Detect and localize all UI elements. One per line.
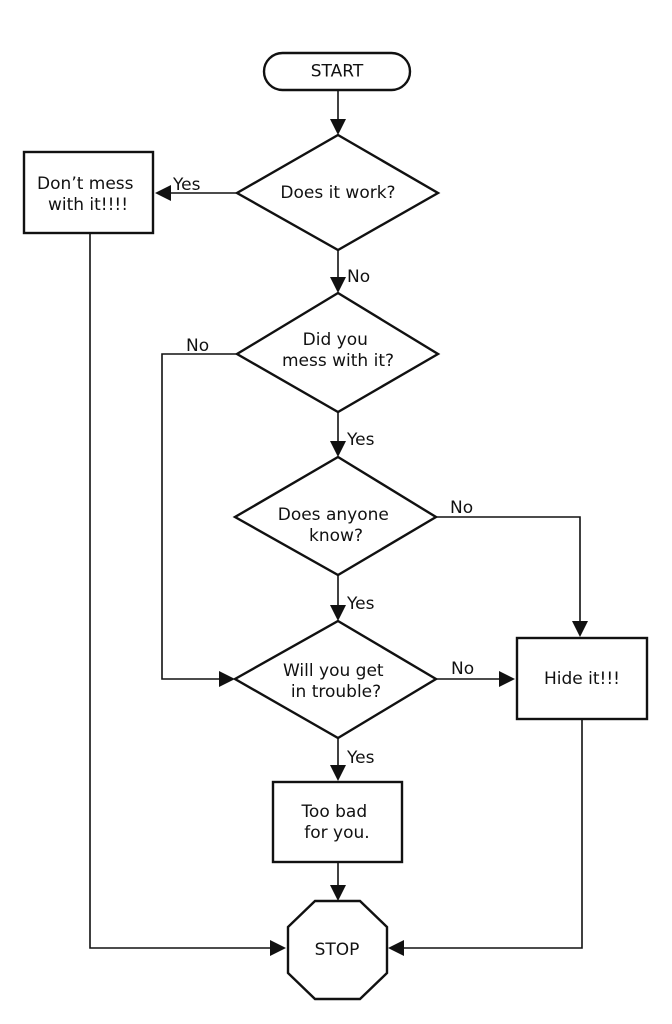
does-anyone-know-label-line-1: Does anyone [278,505,389,525]
edge-hide-to-stop [403,719,583,949]
edge-label-know-no: No [450,498,473,518]
too-bad-label-line-1: Too bad [300,802,367,822]
arrowhead-into-mess [330,277,346,293]
arrowhead-into-hide-top [572,621,588,637]
start-terminal [262,51,412,92]
edge-know-no-line [436,516,581,622]
edge-label-mess-no: No [186,336,209,356]
node-does-it-work: Does it work? [234,133,441,252]
connectors [89,90,583,949]
arrowhead-into-stop-right [388,940,404,956]
will-you-get-trouble-label: Will you get in trouble? [283,661,389,702]
too-bad-box [271,780,404,864]
too-bad-label-line-2: for you. [304,823,369,843]
edge-label-trouble-no: No [451,659,474,679]
dont-mess-label-line-1: Don’t mess [37,174,134,194]
dont-mess-label: Don’t mess with it!!!! [37,174,139,215]
does-anyone-know-diamond [232,455,439,577]
will-you-get-trouble-label-line-2: in trouble? [291,682,381,702]
does-anyone-know-label-line-2: know? [309,526,363,546]
stop-octagon [286,899,389,1001]
node-hide-it: Hide it!!! [515,636,649,721]
edge-label-work-yes: Yes [172,175,201,195]
edge-label-work-no: No [347,267,370,287]
node-does-anyone-know: Does anyone know? [232,455,439,577]
arrowhead-into-know [330,441,346,457]
arrowhead-into-dontmess [155,185,171,201]
did-you-mess-label-line-1: Did you [303,330,368,350]
node-start: START [262,51,412,92]
does-it-work-diamond [234,133,441,252]
node-too-bad: Too bad for you. [271,780,404,864]
node-did-you-mess: Did you mess with it? [234,291,441,414]
dont-mess-label-line-2: with it!!!! [48,195,128,215]
node-will-you-get-trouble: Will you get in trouble? [232,619,439,740]
start-label: START [311,62,364,82]
will-you-get-trouble-diamond [232,619,439,740]
stop-label: STOP [315,940,360,960]
arrowhead-into-trouble [330,605,346,621]
arrowhead-into-hide-left [499,671,515,687]
edge-dontmess-to-stop [89,233,271,949]
did-you-mess-label: Did you mess with it? [282,330,394,371]
hide-it-box [515,636,649,721]
does-it-work-label: Does it work? [280,183,395,203]
hide-it-label: Hide it!!! [544,669,620,689]
edge-label-know-yes: Yes [346,594,375,614]
arrowhead-into-toobad [330,765,346,781]
arrowhead-into-work [330,119,346,135]
edge-labels: Yes No No Yes No Yes No Yes [172,175,474,768]
edge-mess-no-line [161,353,237,680]
edge-label-trouble-yes: Yes [346,748,375,768]
too-bad-label: Too bad for you. [300,802,372,843]
arrowhead-into-stop-top [330,885,346,901]
will-you-get-trouble-label-line-1: Will you get [283,661,384,681]
did-you-mess-diamond [234,291,441,414]
arrowhead-into-stop-left [270,940,286,956]
arrowheads [155,119,588,956]
arrowhead-into-trouble-left [219,671,235,687]
edge-label-mess-yes: Yes [346,430,375,450]
does-anyone-know-label: Does anyone know? [278,505,395,546]
dont-mess-box [22,150,155,235]
did-you-mess-label-line-2: mess with it? [282,351,394,371]
node-stop: STOP [286,899,389,1001]
node-dont-mess: Don’t mess with it!!!! [22,150,155,235]
